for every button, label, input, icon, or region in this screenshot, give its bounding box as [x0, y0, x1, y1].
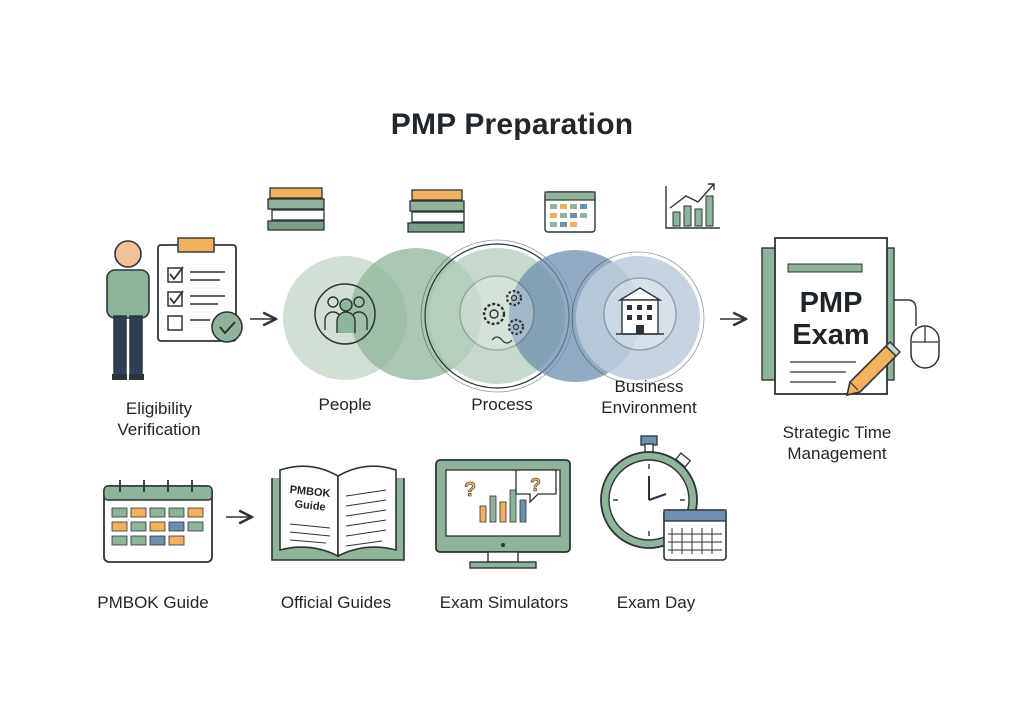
- mouse-icon: [910, 325, 940, 369]
- clipboard-checklist-icon: [157, 237, 243, 343]
- books-stack-icon-2: [407, 189, 465, 233]
- svg-text:?: ?: [530, 475, 541, 495]
- people-icon: [324, 296, 368, 333]
- monitor-icon: ? ?: [435, 459, 571, 569]
- person-icon: [106, 240, 150, 380]
- building-icon: [616, 287, 664, 335]
- pmp-exam-card-line2: Exam: [792, 319, 870, 351]
- calendar-large-icon: [103, 480, 213, 563]
- growth-chart-icon: [665, 183, 720, 229]
- books-stack-icon: [267, 187, 325, 231]
- exam-simulators-label: Exam Simulators: [439, 593, 569, 612]
- pmp-exam-card-line1: PMP: [799, 287, 863, 319]
- official-guides-label: Official Guides: [280, 593, 392, 612]
- gears-icon: [482, 289, 525, 344]
- process-label: Process: [471, 395, 533, 414]
- domain-circles: [283, 239, 705, 393]
- open-book-icon: [271, 465, 405, 561]
- calendar-small-icon: [544, 191, 596, 233]
- calendar-mini-icon: [663, 509, 727, 561]
- svg-text:?: ?: [464, 479, 476, 501]
- pencil-icon: [845, 341, 901, 397]
- people-label: People: [318, 395, 372, 414]
- strategic-time-management-label: Strategic Time Management: [782, 423, 892, 463]
- exam-day-label: Exam Day: [616, 593, 696, 612]
- business-environment-label: Business Environment: [601, 377, 697, 417]
- page-title: PMP Preparation: [390, 108, 634, 141]
- eligibility-verification-label: Eligibility Verification: [117, 399, 201, 439]
- pmp-exam-document-icon: [761, 237, 917, 395]
- pmbok-guide-label: PMBOK Guide: [97, 593, 209, 612]
